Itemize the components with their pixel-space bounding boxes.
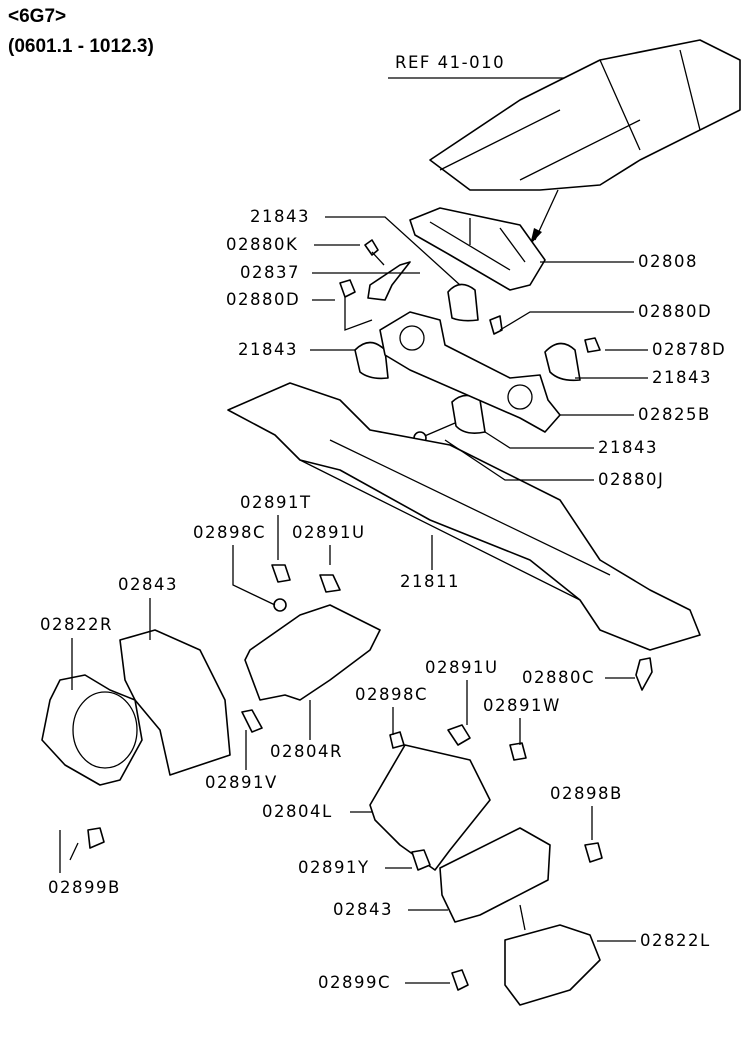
engine-mount-02822L bbox=[504, 924, 601, 1006]
part-callout[interactable]: 02891T bbox=[240, 493, 312, 512]
part-callout[interactable]: 02899C bbox=[318, 973, 392, 992]
date-range: (0601.1 - 1012.3) bbox=[8, 36, 154, 57]
part-callout[interactable]: 02898C bbox=[355, 685, 429, 704]
part-callout[interactable]: 02880K bbox=[226, 235, 299, 254]
bracket-02804R bbox=[244, 604, 381, 701]
part-callout[interactable]: 02891W bbox=[483, 696, 561, 715]
engine-code: <6G7> bbox=[8, 6, 67, 27]
reference-label: REF 41-010 bbox=[395, 53, 506, 72]
insulator-02843 bbox=[439, 827, 551, 923]
part-callout[interactable]: 02804R bbox=[270, 742, 343, 761]
part-callout[interactable]: 02822L bbox=[640, 931, 711, 950]
part-callout[interactable]: 02804L bbox=[262, 802, 333, 821]
washer-21843 bbox=[544, 342, 581, 382]
part-callout[interactable]: 02891U bbox=[425, 658, 499, 677]
insulator-02843 bbox=[119, 629, 231, 776]
part-callout[interactable]: 02899B bbox=[48, 878, 121, 897]
part-callout[interactable]: 21843 bbox=[598, 438, 658, 457]
part-callout[interactable]: 21843 bbox=[652, 368, 712, 387]
bracket-02808 bbox=[409, 207, 546, 291]
bracket-02837 bbox=[367, 261, 411, 301]
washer-21843 bbox=[354, 341, 389, 380]
engine-mount-02822R bbox=[41, 674, 143, 786]
part-callout[interactable]: 02843 bbox=[118, 575, 178, 594]
part-callout[interactable]: 02825B bbox=[638, 405, 711, 424]
part-callout[interactable]: 21843 bbox=[238, 340, 298, 359]
part-callout[interactable]: 02891U bbox=[292, 523, 366, 542]
crossmember-21811 bbox=[227, 382, 701, 651]
crossmember-02825B bbox=[379, 311, 561, 433]
part-callout[interactable]: 02837 bbox=[240, 263, 300, 282]
part-callout[interactable]: 21811 bbox=[400, 572, 460, 591]
part-callout[interactable]: 02878D bbox=[652, 340, 727, 359]
part-callout[interactable]: 02843 bbox=[333, 900, 393, 919]
part-callout[interactable]: 02880C bbox=[522, 668, 596, 687]
washer-21843 bbox=[447, 283, 479, 322]
part-callout[interactable]: 02880D bbox=[226, 290, 301, 309]
part-callout[interactable]: 02808 bbox=[638, 252, 698, 271]
part-callout[interactable]: 02880D bbox=[638, 302, 713, 321]
part-callout[interactable]: 02880J bbox=[598, 470, 665, 489]
leader-lines bbox=[59, 216, 648, 984]
part-callout[interactable]: 02822R bbox=[40, 615, 113, 634]
part-callout[interactable]: 02898C bbox=[193, 523, 267, 542]
part-callout[interactable]: 02898B bbox=[550, 784, 623, 803]
part-callout[interactable]: 21843 bbox=[250, 207, 310, 226]
bracket-02804L bbox=[369, 744, 491, 871]
part-callout[interactable]: 02891V bbox=[205, 773, 278, 792]
part-callout[interactable]: 02891Y bbox=[298, 858, 370, 877]
frame-reference-drawing bbox=[388, 39, 741, 245]
